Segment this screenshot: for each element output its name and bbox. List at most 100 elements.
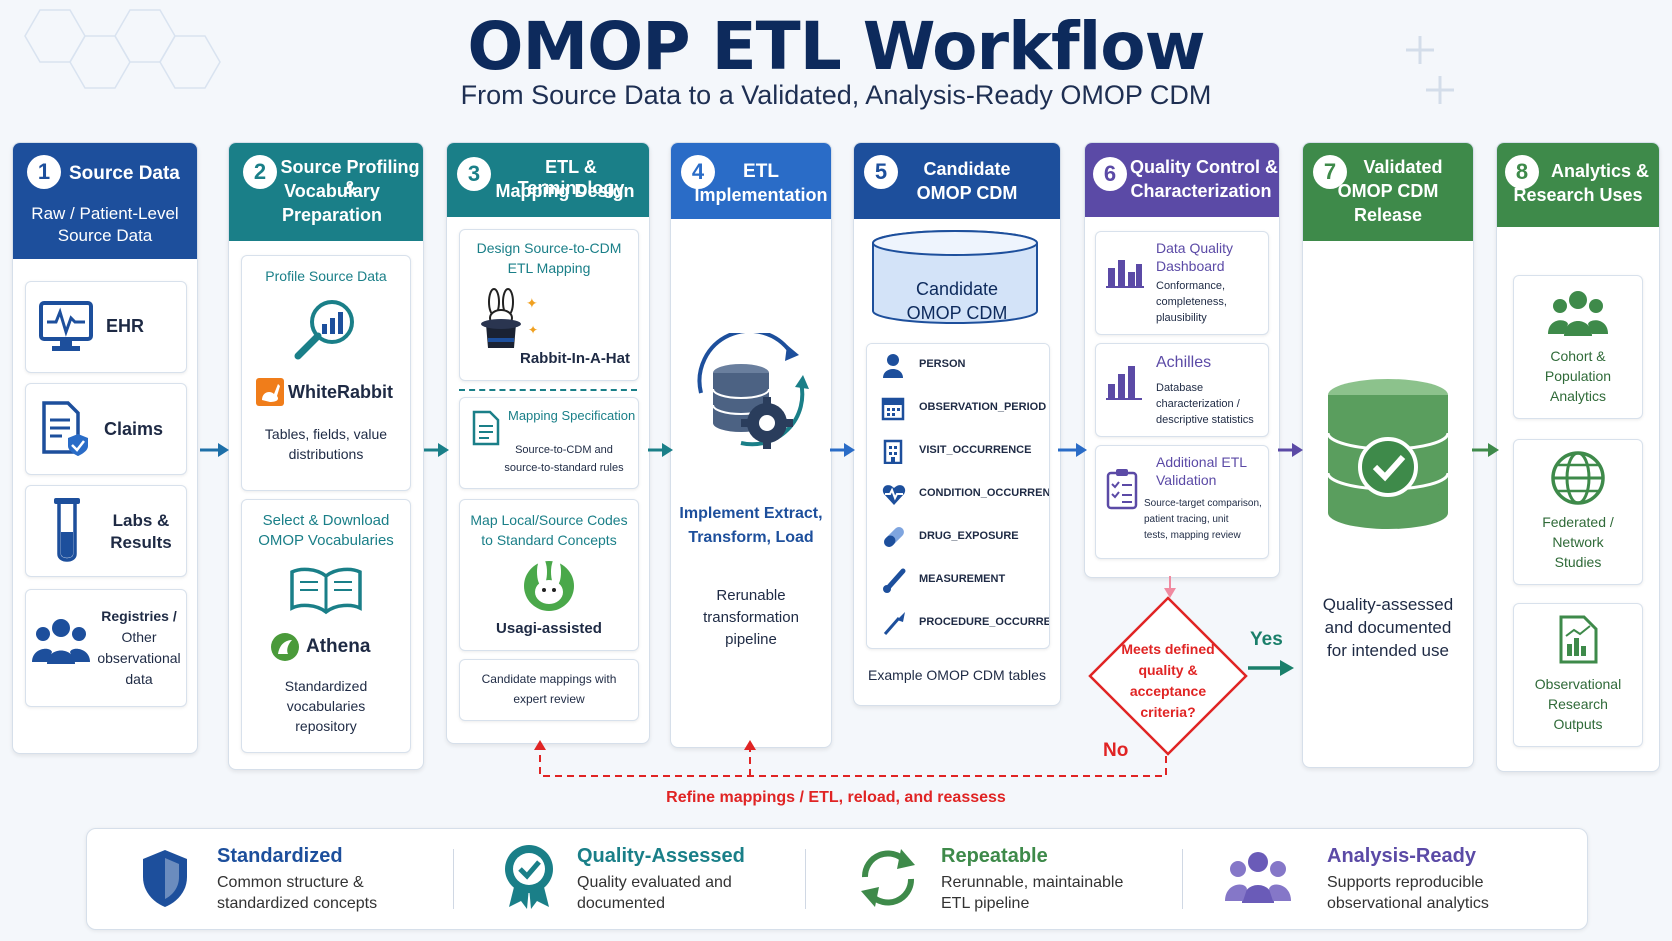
- monitor-ecg-icon: [39, 301, 93, 351]
- spec-desc: Source-to-CDM and: [515, 444, 613, 456]
- dq-desc-2: completeness,: [1156, 296, 1227, 308]
- benefit-name: Repeatable: [941, 845, 1048, 867]
- additional-validation-card: Additional ETL Validation Source-target …: [1095, 445, 1269, 559]
- candidate-mappings-desc-2: expert review: [513, 692, 585, 706]
- athena-logo-icon: [271, 633, 299, 661]
- svg-text:✦: ✦: [528, 323, 538, 337]
- pipeline-desc-3: pipeline: [725, 631, 777, 648]
- benefit-name: Standardized: [217, 845, 343, 867]
- arrow-6-to-7: [1278, 443, 1303, 457]
- table-name: OBSERVATION_PERIOD: [919, 401, 1047, 413]
- federated-label-3: Studies: [1554, 554, 1602, 570]
- registries-label: Registries /: [101, 608, 177, 624]
- research-outputs-label: Observational: [1534, 676, 1622, 692]
- table-row: PERSON: [867, 344, 1049, 388]
- source-claims: Claims: [25, 383, 187, 475]
- observational-label: observational: [97, 650, 181, 666]
- design-title: Design Source-to-CDM: [476, 240, 622, 256]
- arrow-5-to-6: [1058, 443, 1087, 457]
- candidate-db-label: Candidate: [915, 279, 999, 299]
- validated-desc-2: and documented: [1324, 618, 1452, 637]
- spec-document-icon: [472, 410, 500, 446]
- table-name: VISIT_OCCURRENCE: [919, 444, 1032, 456]
- table-row: MEASUREMENT: [867, 559, 1049, 603]
- step-4-etl-implementation: 4 ETL Implementation Implement Extract, …: [670, 142, 832, 748]
- validated-desc: Quality-assessed: [1322, 595, 1454, 614]
- dq-title-2: Dashboard: [1156, 258, 1225, 274]
- shield-icon: [143, 850, 187, 907]
- step-4-title-2: Implementation: [694, 185, 828, 205]
- cohort-label-3: Analytics: [1549, 388, 1607, 404]
- step-1-title: Source Data: [69, 163, 180, 184]
- step-7-validated-release: 7 Validated OMOP CDM Release Quality-ass…: [1302, 142, 1474, 768]
- page-subtitle: From Source Data to a Validated, Analysi…: [460, 80, 1212, 110]
- step-5-number: 5: [864, 155, 898, 189]
- yes-label: Yes: [1250, 629, 1283, 650]
- vocabularies-card: Select & Download OMOP Vocabularies Athe…: [241, 499, 411, 753]
- test-tube-icon: [54, 498, 80, 562]
- arrow-3-to-4: [648, 443, 673, 457]
- candidate-mappings-card: Candidate mappings with expert review: [459, 659, 639, 721]
- research-outputs-label-3: Outputs: [1553, 716, 1603, 732]
- use-federated: Federated / Network Studies: [1513, 439, 1643, 585]
- table-row: OBSERVATION_PERIOD: [867, 387, 1049, 431]
- decision-diamond: [1088, 596, 1248, 756]
- step-1-subtitle-2: Source Data: [57, 226, 153, 245]
- whiterabbit-desc-2: distributions: [288, 446, 364, 462]
- table-row: DRUG_EXPOSURE: [867, 516, 1049, 560]
- step-8-number: 8: [1505, 155, 1539, 189]
- feedback-label: Refine mappings / ETL, reload, and reass…: [666, 789, 1006, 806]
- benefit-desc: Supports reproducible: [1327, 874, 1484, 891]
- mapping-spec-card: Mapping Specification Source-to-CDM and …: [459, 397, 639, 489]
- data-label: data: [125, 671, 153, 687]
- map-codes-title-2: to Standard Concepts: [481, 532, 617, 548]
- table-name: DRUG_EXPOSURE: [919, 530, 1019, 542]
- spec-title: Mapping Specification: [508, 408, 636, 423]
- step-3-mapping-design: 3 ETL & Terminology Mapping Design Desig…: [446, 142, 650, 744]
- design-title-2: ETL Mapping: [507, 260, 591, 276]
- page-title: OMOP ETL Workflow: [467, 8, 1205, 85]
- validated-database-icon: [1326, 379, 1450, 529]
- achilles-card: Achilles Database characterization / des…: [1095, 343, 1269, 437]
- cdm-tables-list: PERSON OBSERVATION_PERIOD VISIT_OCCURREN…: [866, 343, 1050, 649]
- yes-arrow: [1248, 660, 1294, 676]
- step-4-title: ETL: [743, 161, 779, 182]
- benefit-desc-2: observational analytics: [1327, 895, 1489, 912]
- checklist-icon: [1106, 469, 1138, 510]
- cohort-people-icon: [1548, 291, 1608, 336]
- step-7-title: Validated: [1363, 157, 1443, 177]
- arrow-1-to-2: [200, 443, 229, 457]
- step-2-title-2: Vocabulary: [284, 181, 380, 201]
- achilles-desc: Database: [1156, 382, 1204, 394]
- implement-etl-label: Implement Extract,: [679, 505, 823, 522]
- group-icon: [1225, 852, 1291, 903]
- usagi-rabbit-icon: [524, 558, 574, 611]
- step-8-analytics: 8 Analytics & Research Uses Cohort & Pop…: [1496, 142, 1660, 772]
- achilles-title: Achilles: [1156, 354, 1212, 371]
- additional-validation-title-2: Validation: [1156, 472, 1217, 488]
- step-3-title-2: Mapping Design: [495, 181, 635, 201]
- arrow-7-to-8: [1472, 443, 1499, 457]
- table-name: MEASUREMENT: [919, 573, 1006, 585]
- athena-desc-3: repository: [295, 718, 357, 734]
- decision-text-2: quality &: [1138, 662, 1198, 678]
- whiterabbit-logo-icon: [256, 378, 284, 406]
- dq-desc-3: plausibility: [1156, 312, 1207, 324]
- cohort-label: Cohort &: [1550, 348, 1606, 364]
- globe-icon: [1551, 451, 1605, 505]
- dq-title: Data Quality: [1156, 240, 1234, 256]
- benefit-desc-2: standardized concepts: [217, 895, 378, 912]
- source-ehr: EHR: [25, 281, 187, 373]
- design-mapping-card: Design Source-to-CDM ETL Mapping ✦✦ Rabb…: [459, 229, 639, 381]
- research-outputs-label-2: Research: [1548, 696, 1608, 712]
- person-icon: [883, 354, 903, 378]
- decision-text-3: acceptance: [1129, 683, 1207, 699]
- hexagon-pattern: [24, 9, 221, 89]
- profile-source-card: Profile Source Data WhiteRabbit Tables, …: [241, 255, 411, 491]
- people-icon: [32, 619, 90, 664]
- dq-dashboard-card: Data Quality Dashboard Conformance, comp…: [1095, 231, 1269, 335]
- ehr-label: EHR: [106, 316, 145, 336]
- thermometer-icon: [883, 568, 906, 593]
- heart-pulse-icon: [882, 485, 906, 505]
- step-7-number: 7: [1313, 155, 1347, 189]
